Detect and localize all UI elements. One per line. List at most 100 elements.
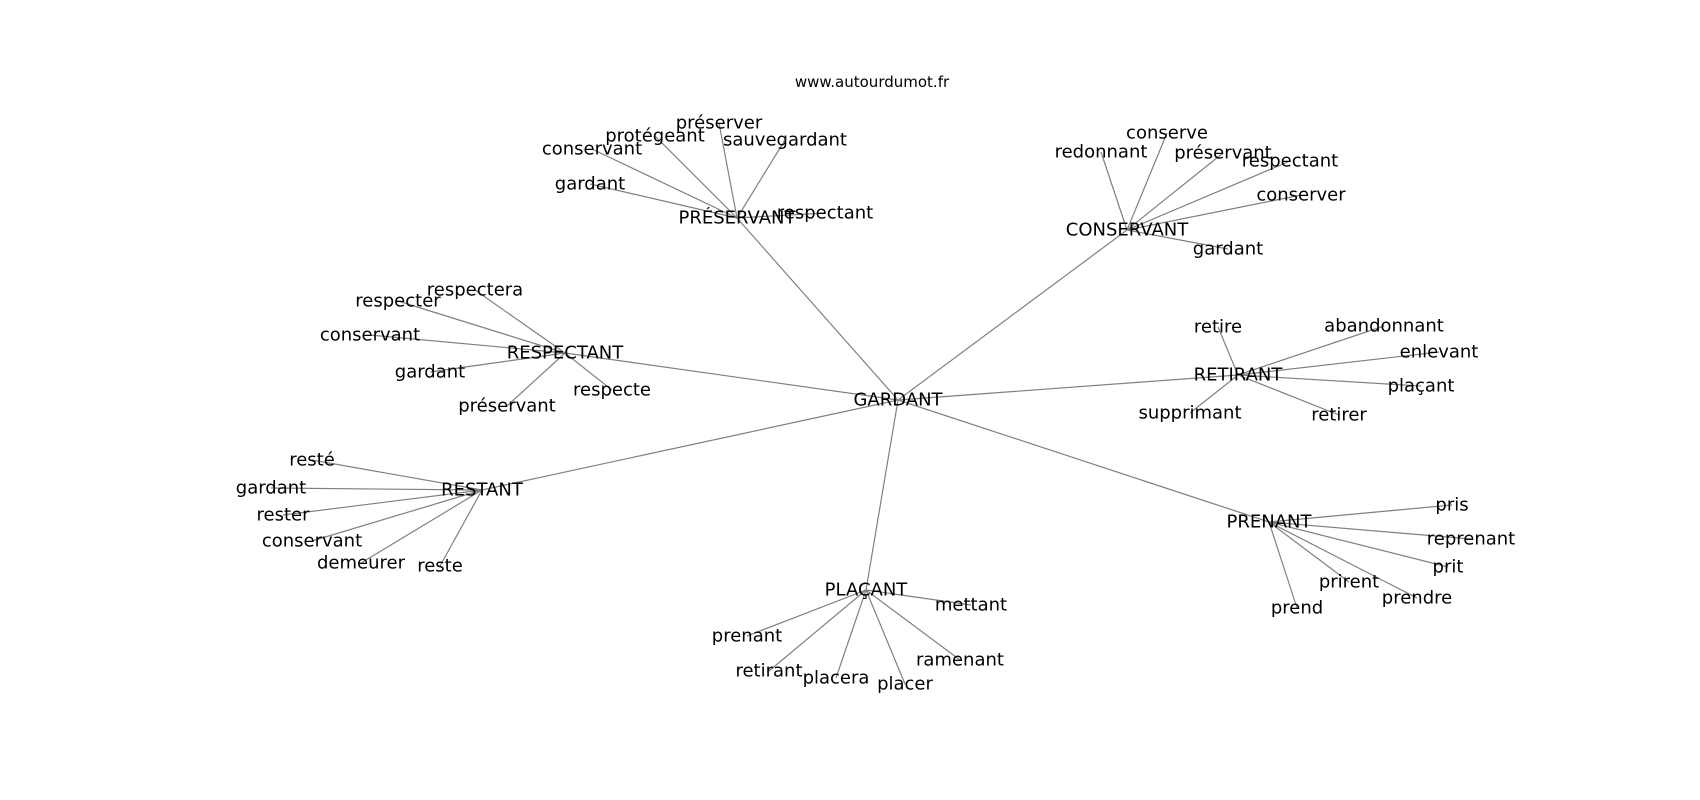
edge-hub-to-word [1268, 521, 1472, 540]
edge-hub-to-word [654, 135, 738, 219]
word-node[interactable]: placera [803, 668, 870, 689]
word-node[interactable]: pris [1435, 495, 1468, 516]
word-node[interactable]: redonnant [1055, 142, 1148, 163]
word-node[interactable]: protégeant [605, 126, 705, 147]
word-node[interactable]: conserve [1126, 123, 1208, 144]
word-node[interactable]: ramenant [916, 650, 1004, 671]
hub-node[interactable]: RESTANT [441, 480, 524, 501]
edge-hub-to-word [474, 289, 566, 354]
word-node[interactable]: prit [1433, 557, 1464, 578]
word-node[interactable]: respectera [427, 280, 523, 301]
word-node[interactable]: conserver [1256, 185, 1346, 206]
word-node[interactable]: abandonnant [1324, 316, 1444, 337]
word-node[interactable]: enlevant [1400, 342, 1479, 363]
edge-hub-to-word [311, 459, 483, 491]
word-node[interactable]: gardant [1193, 239, 1263, 260]
edge-hub-to-word [369, 334, 566, 354]
word-node[interactable]: conservant [320, 325, 420, 346]
word-node[interactable]: reste [417, 556, 463, 577]
edge-hub-to-word [865, 589, 961, 661]
edge-hub-to-word [865, 589, 906, 685]
word-node[interactable]: placer [877, 674, 933, 695]
edge-hub-to-word [429, 352, 566, 373]
word-node[interactable]: resté [289, 450, 335, 471]
edge-center-to-hub [897, 229, 1128, 401]
edge-hub-to-word [865, 589, 972, 606]
hub-node[interactable]: CONSERVANT [1066, 220, 1189, 241]
edge-hub-to-word [1217, 326, 1239, 376]
edge-hub-to-word [589, 183, 738, 219]
center-node[interactable]: GARDANT [853, 390, 943, 411]
word-node[interactable]: retirant [735, 661, 802, 682]
edge-hub-to-word [1100, 151, 1128, 231]
word-node[interactable]: mettant [935, 595, 1007, 616]
edge-hub-to-word [311, 489, 483, 542]
edge-hub-to-word [591, 148, 738, 219]
hub-node[interactable]: PRENANT [1227, 512, 1313, 533]
word-node[interactable]: retirer [1311, 405, 1367, 426]
word-node[interactable]: prirent [1319, 572, 1379, 593]
edge-hub-to-word [1126, 152, 1224, 231]
edge-hub-to-word [736, 212, 826, 219]
word-node[interactable]: sauvegardant [723, 130, 847, 151]
word-node[interactable]: reprenant [1427, 529, 1516, 550]
word-node[interactable]: conservant [542, 139, 642, 160]
hub-node[interactable]: PLAÇANT [825, 580, 909, 601]
edge-hub-to-word [397, 300, 566, 354]
edge-hub-to-word [1268, 521, 1418, 599]
edge-hub-to-word [1126, 160, 1291, 231]
word-node[interactable]: rester [257, 505, 311, 526]
word-node[interactable]: respecter [355, 291, 441, 312]
word-node[interactable]: gardant [555, 174, 625, 195]
edge-hub-to-word [1237, 325, 1385, 376]
word-node[interactable]: conservant [262, 531, 362, 552]
hub-node[interactable]: RESPECTANT [507, 343, 624, 364]
edge-hub-to-word [1268, 521, 1350, 583]
source-url[interactable]: www.autourdumot.fr [795, 73, 950, 91]
edge-center-to-hub [897, 399, 1270, 523]
word-node[interactable]: supprimant [1138, 403, 1241, 424]
edge-center-to-hub [481, 399, 899, 491]
word-node[interactable]: préservant [1174, 143, 1272, 164]
edge-hub-to-word [1268, 521, 1449, 568]
edge-center-to-hub [865, 399, 899, 591]
word-node[interactable]: préserver [676, 113, 763, 134]
word-node[interactable]: prenant [712, 626, 782, 647]
hub-node[interactable]: PRÉSERVANT [679, 207, 797, 229]
word-node[interactable]: plaçant [1388, 376, 1455, 397]
edge-hub-to-word [835, 589, 867, 679]
word-node[interactable]: gardant [395, 362, 465, 383]
edge-hub-to-word [506, 352, 566, 407]
edge-hub-to-word [360, 489, 483, 564]
word-node[interactable]: demeurer [317, 553, 406, 574]
edge-hub-to-word [718, 122, 738, 219]
word-node[interactable]: préservant [458, 396, 556, 417]
edge-hub-to-word [1126, 229, 1229, 250]
edge-hub-to-word [1237, 351, 1440, 376]
edge-hub-to-word [282, 489, 483, 516]
edge-hub-to-word [1126, 132, 1168, 231]
edge-hub-to-word [746, 589, 867, 637]
edge-hub-to-word [1268, 521, 1298, 609]
edge-hub-to-word [1237, 374, 1422, 387]
edge-center-to-hub [736, 217, 899, 401]
word-node[interactable]: respectant [1242, 151, 1338, 172]
word-node[interactable]: respectant [777, 203, 873, 224]
edge-hub-to-word [270, 487, 483, 491]
edge-hub-to-word [439, 489, 483, 567]
edge-center-to-hub [564, 352, 899, 401]
word-node[interactable]: prendre [1382, 588, 1452, 609]
edge-hub-to-word [768, 589, 867, 672]
word-node[interactable]: gardant [236, 478, 306, 499]
word-node[interactable]: retire [1194, 317, 1242, 338]
edge-hub-to-word [1268, 504, 1453, 523]
hub-node[interactable]: RETIRANT [1194, 365, 1284, 386]
edge-hub-to-word [1126, 194, 1302, 231]
word-node[interactable]: respecte [573, 380, 651, 401]
edge-hub-to-word [1189, 374, 1239, 414]
edges-layer [270, 122, 1472, 685]
edge-center-to-hub [897, 374, 1239, 401]
word-node[interactable]: prend [1271, 598, 1323, 619]
